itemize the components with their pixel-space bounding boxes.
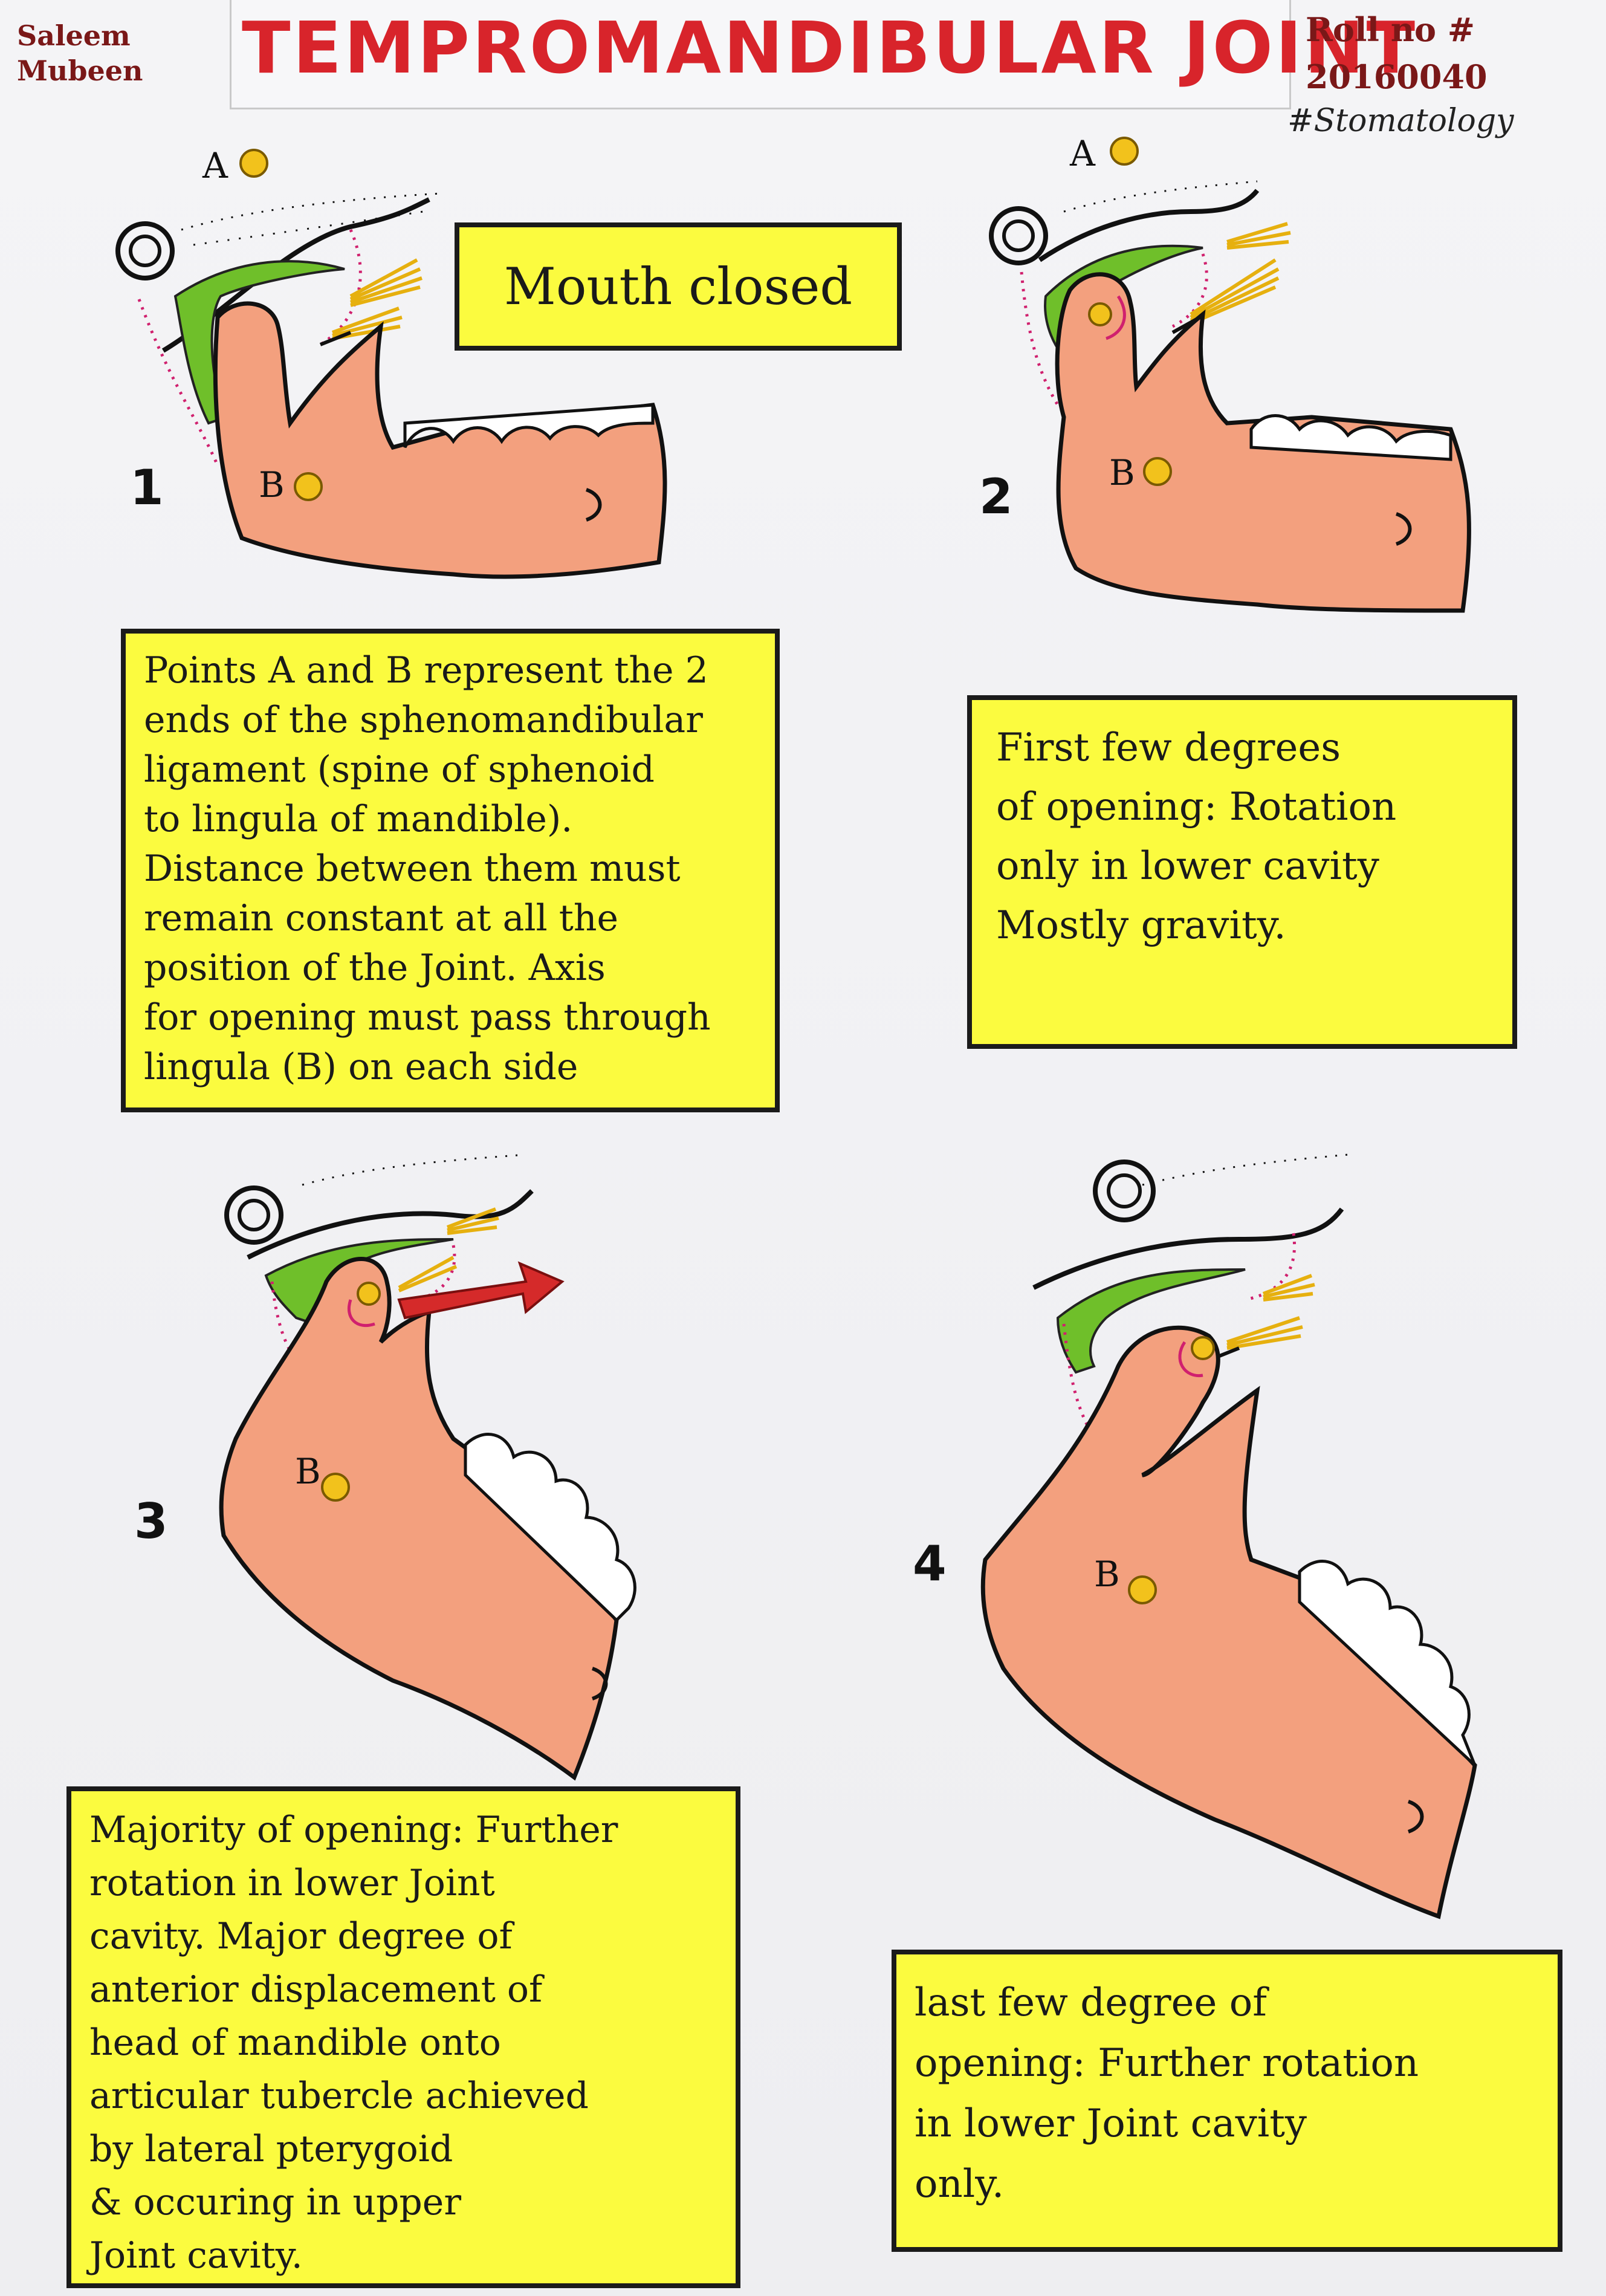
mental-foramen-mark [1395,512,1412,546]
mandible [980,1325,1477,1919]
point-b-label: B [295,1451,321,1492]
note-3-text: Majority of opening: Further rotation in… [89,1809,618,2277]
point-b-marker [321,1473,350,1502]
figure-3-number: 3 [134,1493,168,1549]
anterior-displacement-arrow [397,1261,565,1320]
note-last-degrees: last few degree of opening: Further rota… [892,1950,1562,2252]
point-a-label: A [202,145,228,186]
joint-capsule [1062,1233,1296,1428]
figure-4-diagram [980,1153,1477,1919]
note-first-degrees: First few degrees of opening: Rotation o… [967,695,1517,1049]
figure-1-number: 1 [130,459,164,516]
subject-hashtag: #Stomatology [1287,103,1514,139]
skull-base [989,180,1260,265]
teeth [1249,414,1452,461]
skull-base [224,1153,534,1260]
point-a-label: A [1070,133,1095,174]
rotation-arrow [1178,1341,1203,1378]
point-b-marker [1128,1575,1157,1604]
articular-disc [264,1238,454,1326]
condyle-rotation-axis [357,1282,381,1306]
point-a-marker [239,149,268,178]
note-sphenomandibular-ligament: Points A and B represent the 2 ends of t… [121,629,780,1112]
note-4-text: last few degree of opening: Further rota… [915,1980,1419,2207]
lateral-pterygoid-muscle [319,258,423,346]
teeth [403,403,655,449]
lateral-pterygoid-muscle [1208,1274,1315,1362]
teeth [464,1433,636,1623]
point-b-label: B [1094,1554,1120,1595]
point-b-label: B [1109,452,1135,493]
mouth-closed-label: Mouth closed [455,222,902,351]
note-2-text: First few degrees of opening: Rotation o… [996,725,1397,948]
lateral-pterygoid-muscle [398,1207,499,1292]
point-b-marker [1143,457,1172,486]
mouth-closed-text: Mouth closed [503,257,853,316]
page-title: TEMPROMANDIBULAR JOINT [242,6,1418,89]
joint-capsule [1020,253,1208,406]
note-majority-opening: Majority of opening: Further rotation in… [66,1786,740,2288]
figure-1-diagram [115,149,667,579]
point-b-marker [294,472,323,501]
figure-3-diagram [219,1153,636,1781]
articular-disc [173,260,345,425]
point-a-marker [1110,137,1139,166]
skull-base [1032,1153,1349,1290]
articular-disc [1056,1268,1246,1374]
condyle-rotation-axis [1191,1336,1215,1360]
mental-foramen-mark [591,1667,608,1701]
title-frame [230,0,1291,109]
point-b-label: B [259,464,285,505]
figure-4-number: 4 [913,1536,947,1592]
condyle-rotation-axis [1088,302,1112,326]
roll-number: Roll no # 20160040 [1306,10,1488,96]
rotation-arrow [347,1299,375,1328]
mental-foramen-mark [585,488,602,522]
rotation-arrow [1106,295,1126,340]
lateral-pterygoid-muscle [1171,222,1291,334]
author-name: Saleem Mubeen [17,19,143,87]
note-1-text: Points A and B represent the 2 ends of t… [144,649,711,1088]
mental-foramen-mark [1407,1800,1424,1834]
teeth [1298,1560,1477,1766]
mandible [213,301,667,579]
figure-2-diagram [989,137,1471,613]
figure-2-number: 2 [979,469,1013,525]
